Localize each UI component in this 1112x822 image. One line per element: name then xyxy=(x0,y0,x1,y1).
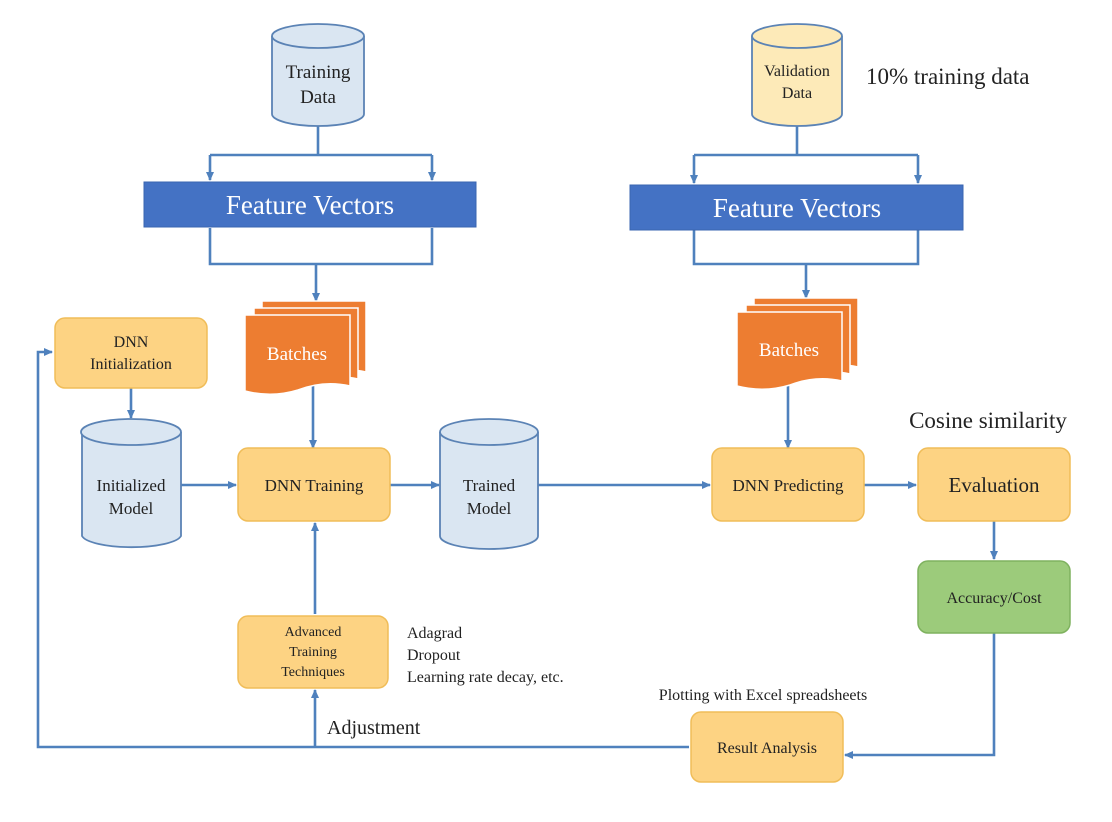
feature-vectors-left: Feature Vectors xyxy=(143,181,477,228)
feature-vectors-left-label: Feature Vectors xyxy=(226,190,394,220)
batches-left-label: Batches xyxy=(267,344,327,365)
dnn-training-box: DNN Training xyxy=(237,447,391,522)
feature-vectors-right-label: Feature Vectors xyxy=(713,193,881,223)
evaluation-box: Evaluation xyxy=(917,447,1071,522)
edge-result-feedback xyxy=(36,348,689,749)
edge-fv-left-bracket xyxy=(208,228,434,266)
dnn-training-label: DNN Training xyxy=(265,476,364,495)
cosine-similarity-annotation: Cosine similarity xyxy=(909,408,1067,433)
plotting-annotation: Plotting with Excel spreadsheets xyxy=(659,687,867,704)
accuracy-cost-box: Accuracy/Cost xyxy=(917,560,1071,634)
dnn-predicting-label: DNN Predicting xyxy=(733,476,844,495)
batches-right-label: Batches xyxy=(759,340,819,361)
accuracy-cost-label: Accuracy/Cost xyxy=(946,590,1042,607)
batches-left: Batches xyxy=(244,300,367,395)
edges xyxy=(36,124,998,759)
evaluation-label: Evaluation xyxy=(949,473,1040,497)
dnn-predicting-box: DNN Predicting xyxy=(711,447,865,522)
adjustment-annotation: Adjustment xyxy=(327,717,421,739)
batches-right: Batches xyxy=(736,297,859,390)
ten-percent-annotation: 10% training data xyxy=(866,64,1030,89)
edge-accuracy-to-result xyxy=(844,633,996,759)
result-analysis-box: Result Analysis xyxy=(690,711,844,783)
feature-vectors-right: Feature Vectors xyxy=(629,184,964,231)
edge-fv-right-bracket xyxy=(692,230,920,266)
result-analysis-label: Result Analysis xyxy=(717,740,817,757)
